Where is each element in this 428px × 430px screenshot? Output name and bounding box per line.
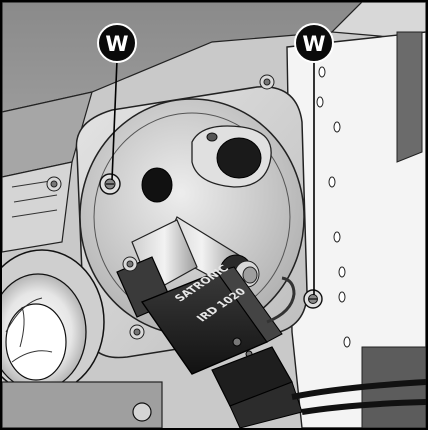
callout-w-left-label: W — [105, 32, 128, 56]
callout-w-left: W — [97, 23, 137, 63]
callout-w-right-label: W — [302, 32, 325, 56]
cable-1 — [291, 379, 426, 400]
observation-port-hole — [216, 137, 262, 179]
top-right-cover — [330, 2, 426, 41]
fan-housing — [2, 249, 105, 395]
cable-2 — [301, 399, 426, 415]
top-cover — [2, 2, 363, 113]
lower-casing — [2, 381, 163, 428]
callout-w-right: W — [294, 23, 334, 63]
flange-hole-left — [141, 167, 173, 203]
left-panel — [2, 161, 73, 253]
sensor-wire — [266, 276, 296, 324]
screw-w-right — [303, 289, 323, 309]
connector-plug — [211, 346, 303, 428]
flame-sensor: SATRONIC IRD 1020 — [116, 256, 283, 375]
callout-leader-left — [111, 59, 118, 181]
screw-w-left — [99, 173, 121, 195]
